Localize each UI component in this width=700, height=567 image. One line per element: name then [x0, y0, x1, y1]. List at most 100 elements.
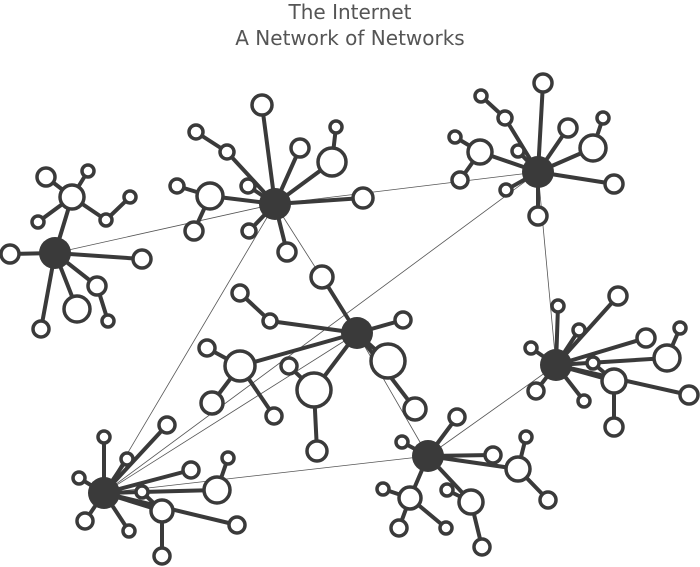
leaf-node [195, 181, 225, 211]
leaf-node [523, 340, 539, 356]
leaf-node [276, 241, 298, 263]
leaf-node [397, 485, 423, 511]
diagram-title: The Internet [288, 0, 412, 24]
leaf-node [438, 520, 454, 536]
hub-node [259, 188, 291, 220]
leaf-node [35, 166, 57, 188]
leaf-node [218, 143, 236, 161]
leaf-node [223, 349, 257, 383]
network-link [537, 171, 557, 366]
leaf-node [202, 475, 232, 505]
cluster-edge [260, 103, 277, 206]
leaf-node [240, 222, 258, 240]
leaf-node [557, 117, 579, 139]
leaf-node [316, 146, 348, 178]
leaf-node [510, 143, 526, 159]
network-link [54, 203, 276, 254]
leaf-node [134, 484, 150, 500]
leaf-node [149, 498, 175, 524]
leaf-node [393, 310, 413, 330]
leaf-node [447, 129, 463, 145]
leaf-node [227, 515, 247, 535]
leaf-node [447, 407, 467, 427]
leaf-node [239, 177, 257, 195]
diagram-subtitle: A Network of Networks [235, 26, 465, 50]
leaf-node [220, 450, 236, 466]
leaf-node [439, 482, 455, 498]
hub-node [39, 237, 71, 269]
leaf-node [351, 186, 375, 210]
leaf-node [369, 342, 407, 380]
leaf-node [538, 490, 558, 510]
cluster-edge [102, 488, 219, 495]
leaf-node [187, 123, 205, 141]
leaf-node [279, 356, 299, 376]
leaf-node [527, 205, 549, 227]
leaf-node [328, 119, 344, 135]
leaf-node [532, 72, 554, 94]
leaf-node [71, 470, 87, 486]
leaf-node [678, 384, 700, 406]
leaf-node [75, 511, 95, 531]
leaf-node [504, 455, 532, 483]
hub-node [341, 317, 373, 349]
leaf-node [496, 109, 514, 127]
leaf-node [394, 434, 410, 450]
network-link [274, 171, 539, 205]
leaf-node [472, 537, 492, 557]
leaf-node [96, 429, 112, 445]
network-link [103, 455, 429, 494]
leaf-node [585, 355, 601, 371]
leaf-node [576, 393, 592, 409]
leaf-node [264, 406, 284, 426]
leaf-node [230, 283, 250, 303]
leaf-node [305, 439, 329, 463]
leaf-node [122, 189, 138, 205]
leaf-node [652, 343, 682, 373]
leaf-node [295, 371, 333, 409]
leaf-node [550, 298, 566, 314]
network-link [427, 364, 557, 457]
leaf-node [289, 137, 311, 159]
leaf-node [181, 460, 201, 480]
leaf-node [518, 429, 534, 445]
leaf-node [571, 322, 587, 338]
leaf-node [473, 88, 489, 104]
leaf-node [131, 248, 153, 270]
leaf-node [635, 327, 657, 349]
cluster-edge [554, 356, 669, 367]
leaf-node [309, 264, 335, 290]
leaf-node [450, 170, 470, 190]
leaf-node [526, 381, 546, 401]
leaf-node [466, 138, 494, 166]
network-link [103, 203, 276, 494]
leaf-node [86, 275, 108, 297]
cluster-edge [238, 331, 359, 368]
leaf-node [157, 415, 177, 435]
leaf-node [0, 243, 21, 265]
leaf-node [183, 220, 205, 242]
leaf-node [119, 451, 135, 467]
leaf-node [600, 367, 628, 395]
leaf-node [197, 338, 217, 358]
hub-node [522, 156, 554, 188]
leaf-node [62, 294, 92, 324]
hub-node [540, 349, 572, 381]
leaf-node [121, 523, 137, 539]
leaf-node [595, 110, 611, 126]
network-link [103, 332, 358, 494]
leaf-node [607, 285, 629, 307]
leaf-node [30, 214, 46, 230]
leaf-node [98, 212, 114, 228]
leaf-node [100, 313, 116, 329]
leaf-node [389, 518, 409, 538]
leaf-node [80, 163, 96, 179]
leaf-node [199, 390, 225, 416]
leaf-node [152, 546, 172, 566]
hub-node [88, 477, 120, 509]
leaf-node [498, 182, 514, 198]
leaf-node [672, 320, 688, 336]
leaf-node [168, 177, 186, 195]
leaf-node [457, 488, 485, 516]
